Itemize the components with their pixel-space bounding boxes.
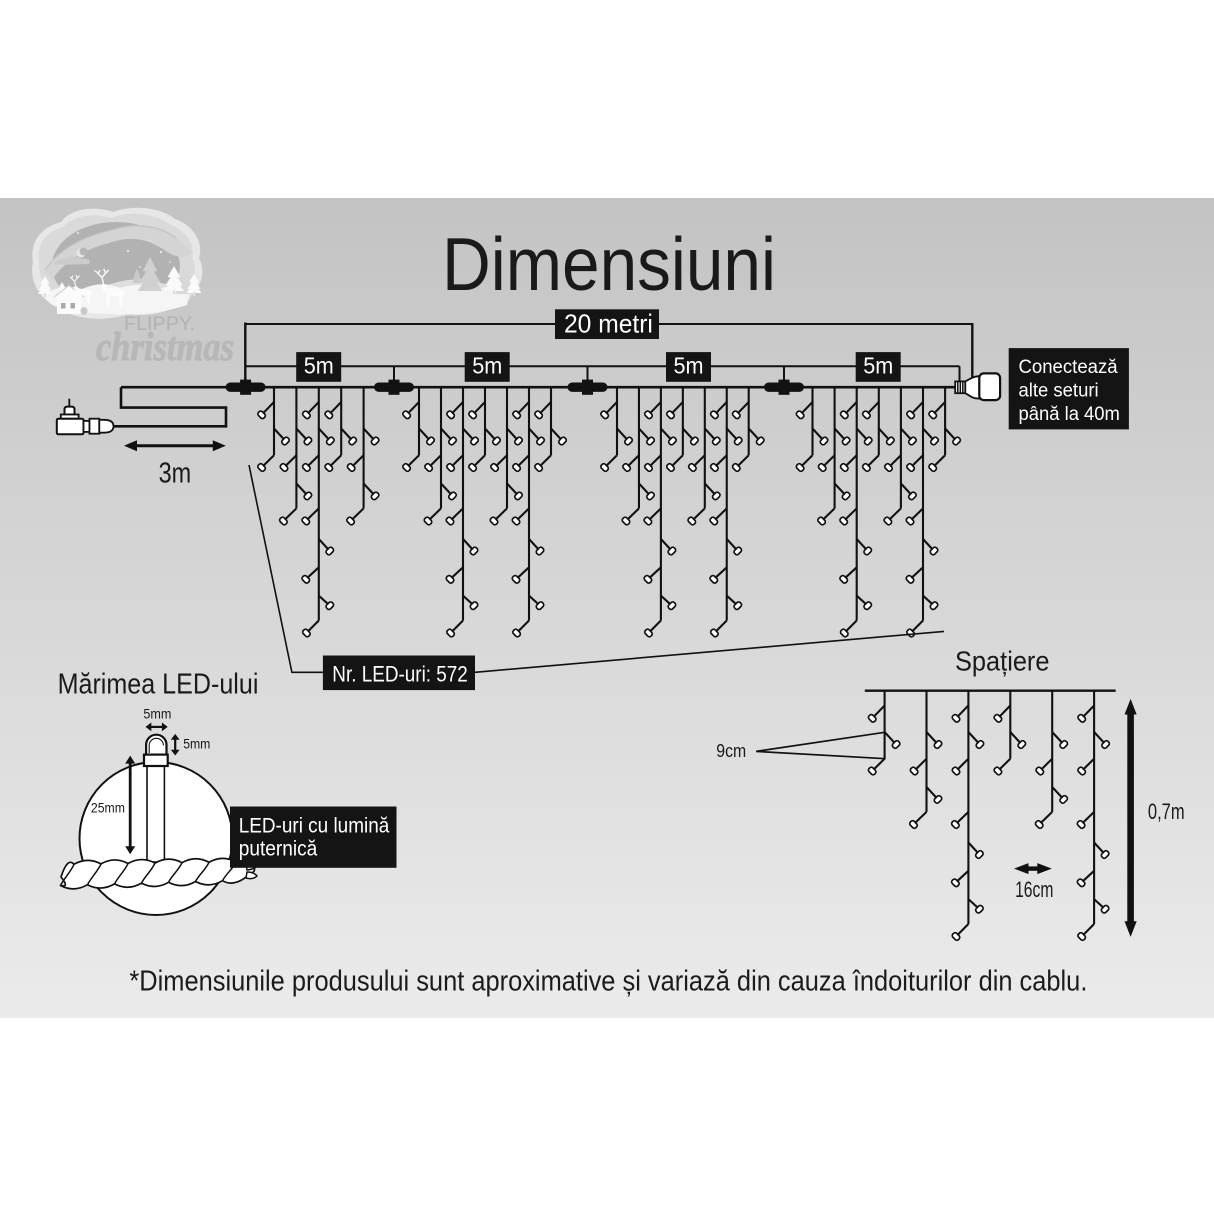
svg-text:alte seturi: alte seturi xyxy=(1019,381,1099,402)
svg-text:5m: 5m xyxy=(472,353,502,379)
svg-text:5m: 5m xyxy=(304,353,334,379)
svg-text:3m: 3m xyxy=(159,458,192,490)
svg-text:0,7m: 0,7m xyxy=(1148,799,1185,824)
svg-text:Nr. LED-uri: 572: Nr. LED-uri: 572 xyxy=(332,661,468,686)
svg-text:Spațiere: Spațiere xyxy=(955,646,1050,677)
svg-text:9cm: 9cm xyxy=(716,740,746,761)
svg-text:5mm: 5mm xyxy=(143,706,171,722)
svg-text:FLIPPY.: FLIPPY. xyxy=(124,313,195,335)
svg-text:16cm: 16cm xyxy=(1015,877,1053,902)
svg-text:puternică: puternică xyxy=(239,838,318,861)
svg-text:25mm: 25mm xyxy=(91,800,125,816)
svg-text:Dimensiuni: Dimensiuni xyxy=(442,222,776,306)
svg-text:5m: 5m xyxy=(674,353,704,379)
svg-text:christmas: christmas xyxy=(96,324,234,369)
svg-text:*Dimensiunile produsului sunt: *Dimensiunile produsului sunt aproximati… xyxy=(129,966,1087,998)
svg-text:Conectează: Conectează xyxy=(1019,357,1119,378)
svg-text:până la 40m: până la 40m xyxy=(1019,404,1120,425)
svg-text:Mărimea LED-ului: Mărimea LED-ului xyxy=(58,668,259,700)
svg-text:LED-uri cu lumină: LED-uri cu lumină xyxy=(239,814,390,837)
svg-text:5mm: 5mm xyxy=(183,735,210,751)
svg-text:5m: 5m xyxy=(863,353,893,379)
svg-text:20 metri: 20 metri xyxy=(564,308,653,338)
